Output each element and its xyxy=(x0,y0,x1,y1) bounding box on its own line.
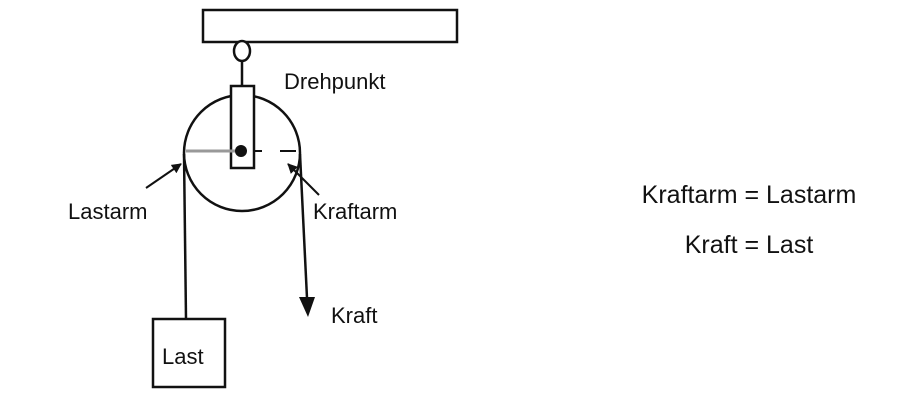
effort-label: Kraft xyxy=(331,303,377,328)
hook-ring xyxy=(232,39,252,63)
effort-arm-pointer-arrow xyxy=(287,163,320,196)
load-label: Last xyxy=(162,344,204,369)
arm-equation: Kraftarm = Lastarm xyxy=(641,181,857,209)
pivot-point xyxy=(235,145,247,157)
force-equation: Kraft = Last xyxy=(684,231,814,259)
pivot-label: Drehpunkt xyxy=(284,69,386,94)
ceiling-beam xyxy=(201,8,459,44)
load-arm-pointer-arrow xyxy=(145,163,182,189)
load-box xyxy=(151,317,227,389)
left-rope xyxy=(182,153,188,320)
right-rope xyxy=(298,153,309,299)
formula-block: Kraftarm = Lastarm Kraft = Last xyxy=(600,170,898,270)
effort-arm-label: Kraftarm xyxy=(313,199,397,224)
load-arm-label: Lastarm xyxy=(68,199,147,224)
effort-arrowhead xyxy=(299,297,315,317)
